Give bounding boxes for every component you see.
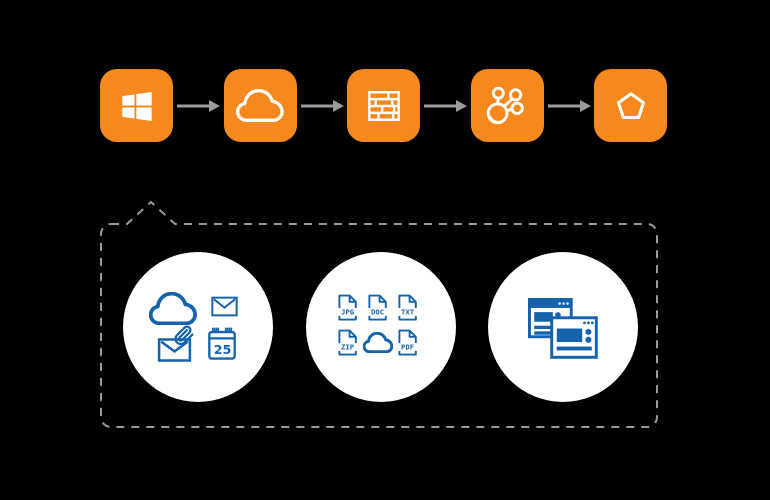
file-type-label: TXT: [401, 307, 415, 316]
file-type-label: DOC: [371, 307, 384, 316]
cloud-icon: [363, 332, 393, 353]
flow-step-network: [470, 69, 544, 142]
browser-windows-icon: [528, 298, 598, 359]
file-pdf-icon: PDF: [397, 329, 418, 356]
file-type-label: ZIP: [341, 342, 355, 351]
email-icon: [211, 296, 238, 317]
file-doc-icon: DOC: [367, 294, 388, 321]
callout-bubble-border: [100, 200, 658, 428]
cloud-icon: [149, 292, 197, 325]
calendar-icon: 25: [208, 327, 236, 360]
email-attachment-icon: [157, 325, 194, 362]
flow-step-firewall: [347, 69, 420, 142]
arrow-right-icon: [300, 100, 344, 112]
file-zip-icon: ZIP: [337, 329, 358, 356]
network-nodes-icon: [486, 86, 524, 124]
flow-step-cloud: [223, 69, 297, 142]
cloud-icon: [236, 89, 284, 122]
file-txt-icon: TXT: [397, 294, 418, 321]
callout-group-mail-content: 25: [123, 252, 273, 402]
file-type-label: JPG: [341, 307, 354, 316]
arrow-right-icon: [424, 100, 467, 112]
arrow-right-icon: [177, 100, 220, 112]
flow-step-pentagon: [594, 69, 667, 142]
callout-group-web-windows: [488, 252, 638, 402]
callout-group-file-types: JPG DOC TXT ZIP: [305, 252, 456, 402]
arrow-right-icon: [547, 100, 591, 112]
pentagon-icon: [616, 91, 645, 119]
windows-logo-icon: [121, 91, 152, 121]
flow-step-windows: [100, 69, 173, 142]
firewall-bricks-icon: [367, 90, 400, 121]
calendar-day-label: 25: [214, 342, 232, 357]
file-type-label: PDF: [401, 342, 414, 351]
file-jpg-icon: JPG: [337, 294, 358, 321]
